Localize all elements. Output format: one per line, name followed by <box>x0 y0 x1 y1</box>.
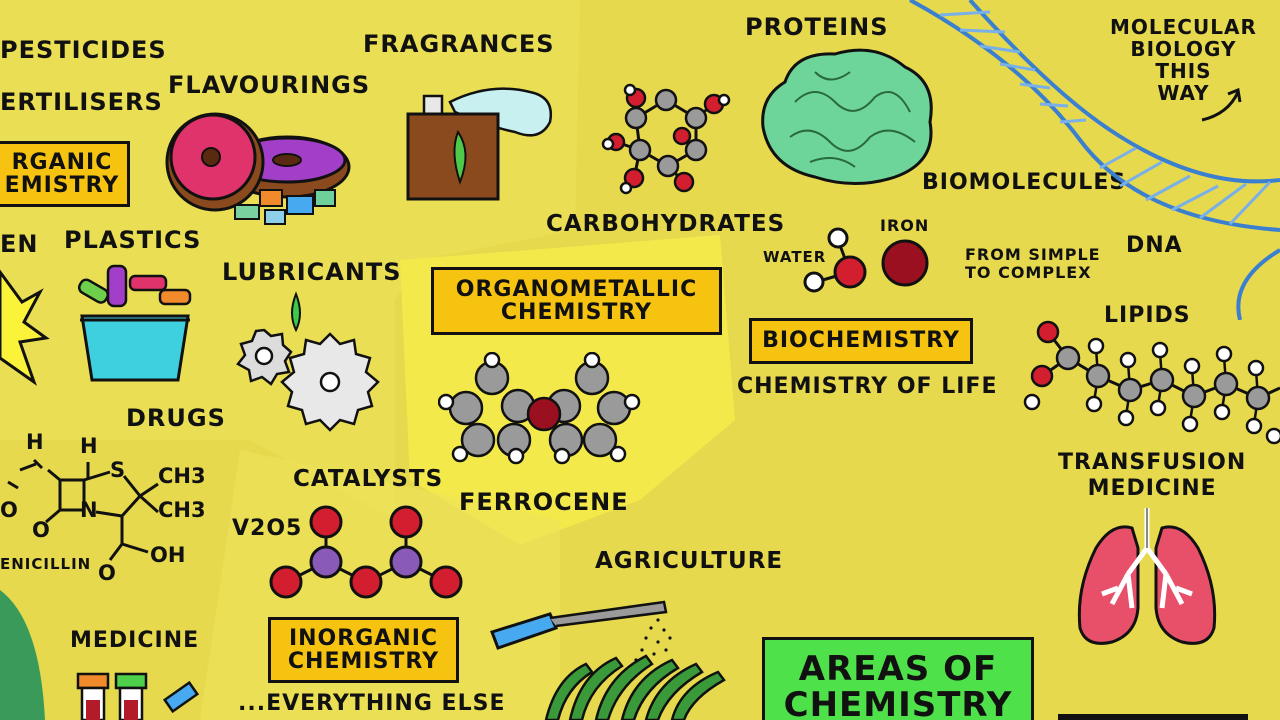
organometallic-chemistry-box: ORGANOMETALLIC CHEMISTRY <box>431 267 722 335</box>
pen-ch3-2: CH3 <box>158 498 206 522</box>
lungs-icon <box>1077 508 1217 645</box>
molecular-line2: BIOLOGY <box>1130 37 1237 61</box>
molecular-line1: MOLECULAR <box>1110 15 1257 39</box>
label-fragrances: FRAGRANCES <box>363 30 555 58</box>
label-v2o5: V2O5 <box>232 516 303 541</box>
label-proteins: PROTEINS <box>745 13 889 41</box>
inorganic-chemistry-box: INORGANIC CHEMISTRY <box>268 617 459 683</box>
label-lubricants: LUBRICANTS <box>222 258 402 286</box>
protein-illustration <box>761 48 933 185</box>
pen-o1: O <box>0 498 18 522</box>
penicillin-bonds <box>7 458 159 561</box>
carbohydrate-molecule <box>601 83 731 195</box>
biochemistry-box-label: BIOCHEMISTRY <box>762 328 960 354</box>
label-drugs: DRUGS <box>126 404 226 432</box>
label-ferrocene: FERROCENE <box>459 488 629 516</box>
label-flavourings: FLAVOURINGS <box>168 71 371 99</box>
molecular-line4: WAY <box>1157 81 1210 105</box>
label-carbohydrates: CARBOHYDRATES <box>546 211 786 237</box>
transfusion-line1: TRANSFUSION <box>1058 450 1247 475</box>
plastics-basket <box>77 264 192 382</box>
label-molecular-biology: MOLECULAR BIOLOGY THIS WAY <box>1110 16 1257 104</box>
pen-o3: O <box>98 561 116 585</box>
label-catalysts: CATALYSTS <box>293 466 444 492</box>
label-simple-to-complex: FROM SIMPLE TO COMPLEX <box>965 246 1101 281</box>
pen-o2: O <box>32 518 50 542</box>
pen-h2: H <box>80 434 98 458</box>
label-lipids: LIPIDS <box>1104 303 1191 328</box>
arrow-icon <box>1201 87 1242 122</box>
pen-ch3-1: CH3 <box>158 464 206 488</box>
title-line1: AREAS OF <box>798 649 998 689</box>
flavourings-donut-illustration <box>165 112 351 225</box>
label-medicine: MEDICINE <box>70 628 200 653</box>
inorganic-box-line1: INORGANIC <box>288 625 439 651</box>
label-en: EN <box>0 230 39 258</box>
title-line2: CHEMISTRY <box>783 684 1013 720</box>
fragrances-perfume-bottle <box>406 87 553 201</box>
label-everything-else: ...EVERYTHING ELSE <box>238 691 506 716</box>
v2o5-molecule <box>269 505 463 599</box>
label-pesticides: PESTICIDES <box>0 36 167 64</box>
simple-line1: FROM SIMPLE <box>965 245 1101 264</box>
label-transfusion-medicine: TRANSFUSION MEDICINE <box>1058 450 1246 503</box>
medicine-vials <box>76 672 200 720</box>
label-fertilisers: ERTILISERS <box>0 88 163 116</box>
pen-s: S <box>110 458 126 482</box>
molecular-line3: THIS <box>1155 59 1212 83</box>
label-plastics: PLASTICS <box>64 226 202 254</box>
label-water: WATER <box>763 248 827 266</box>
label-iron: IRON <box>880 216 930 235</box>
pen-oh: OH <box>150 543 186 567</box>
label-agriculture: AGRICULTURE <box>595 548 784 574</box>
label-penicillin: ENICILLIN <box>0 555 92 573</box>
organic-chemistry-box: RGANIC EMISTRY <box>0 141 130 207</box>
organic-box-line1: RGANIC <box>11 149 113 175</box>
dna-helix <box>909 0 1280 320</box>
label-biomolecules: BIOMOLECULES <box>922 170 1127 195</box>
label-dna: DNA <box>1126 233 1183 258</box>
ferrocene-molecule <box>438 352 641 465</box>
organometallic-box-line2: CHEMISTRY <box>500 300 653 325</box>
bottom-right-box-edge <box>1058 714 1248 720</box>
lipid-molecule <box>1023 320 1280 445</box>
title-box: AREAS OF CHEMISTRY <box>762 637 1034 720</box>
simple-line2: TO COMPLEX <box>965 262 1092 282</box>
water-molecule <box>803 227 867 293</box>
organometallic-box-line1: ORGANOMETALLIC <box>455 276 698 302</box>
organic-box-line2: EMISTRY <box>4 173 120 198</box>
starburst-icon <box>0 269 50 386</box>
agriculture-sprayer-crops <box>490 600 726 720</box>
lubricant-gears <box>236 291 380 432</box>
iron-atom <box>881 239 929 287</box>
transfusion-line2: MEDICINE <box>1087 476 1217 502</box>
inorganic-box-line2: CHEMISTRY <box>287 649 440 674</box>
label-chemistry-of-life: CHEMISTRY OF LIFE <box>737 374 998 399</box>
biochemistry-box: BIOCHEMISTRY <box>749 318 973 364</box>
pen-h1: H <box>26 430 44 454</box>
